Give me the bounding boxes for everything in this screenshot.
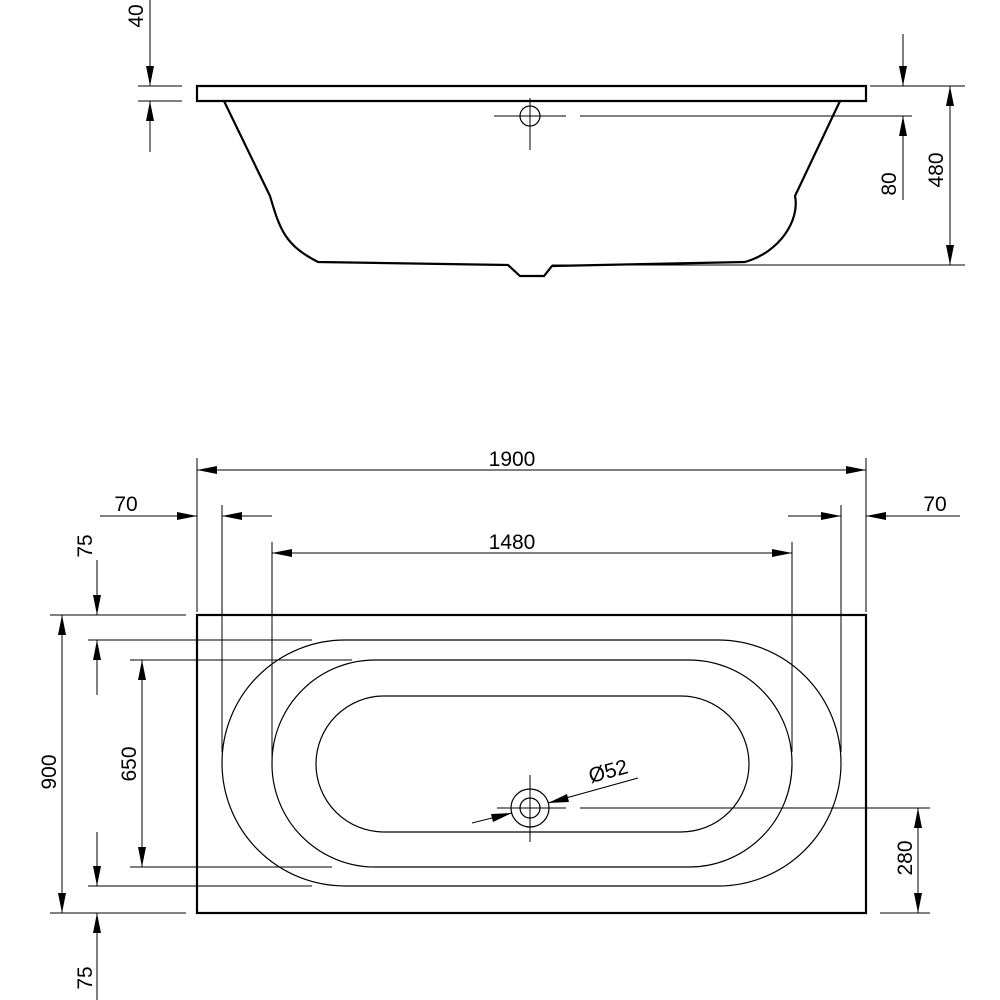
dim-inner-length-label: 1480 (489, 531, 536, 554)
dim-drain-offset: 280 (894, 808, 922, 913)
top-view-contour-middle (271, 659, 793, 868)
top-view-contour-outer (221, 639, 842, 887)
dim-inner-width-label: 650 (118, 746, 141, 781)
dim-rim-thickness-label: 40 (125, 4, 148, 27)
dim-inner-width: 650 (118, 660, 146, 867)
top-view: 1900 70 70 1480 (38, 448, 960, 1000)
dim-drain-depth: 80 (878, 34, 907, 200)
dim-right-rim-label: 70 (923, 493, 946, 516)
dim-bottom-rim: 75 (74, 832, 101, 1000)
dim-drain-depth-label: 80 (878, 172, 901, 195)
dim-top-rim-label: 75 (74, 534, 97, 557)
dim-bottom-rim-label: 75 (74, 966, 97, 989)
dim-rim-thickness: 40 (125, 0, 154, 152)
dim-total-height: 480 (925, 86, 954, 265)
dim-left-rim: 70 (100, 493, 272, 520)
dim-total-length-label: 1900 (489, 448, 536, 471)
dim-left-rim-label: 70 (114, 493, 137, 516)
dim-inner-length: 1480 (272, 531, 792, 557)
side-view-tub-body (223, 100, 841, 278)
dim-top-rim: 75 (74, 534, 101, 695)
dim-total-height-label: 480 (925, 152, 948, 187)
dim-drain-diameter-label: Ø52 (586, 755, 630, 787)
dim-total-length: 1900 (197, 448, 866, 474)
top-view-outer-rim (195, 613, 868, 915)
dim-right-rim: 70 (788, 493, 960, 520)
dim-drain-offset-label: 280 (894, 840, 917, 875)
top-view-contour-inner (315, 695, 750, 833)
side-view: 40 80 480 (125, 0, 965, 278)
side-view-rim (195, 84, 868, 103)
dim-drain-diameter: Ø52 (471, 755, 639, 824)
dim-total-width-label: 900 (38, 754, 61, 789)
dim-total-width: 900 (38, 615, 66, 913)
